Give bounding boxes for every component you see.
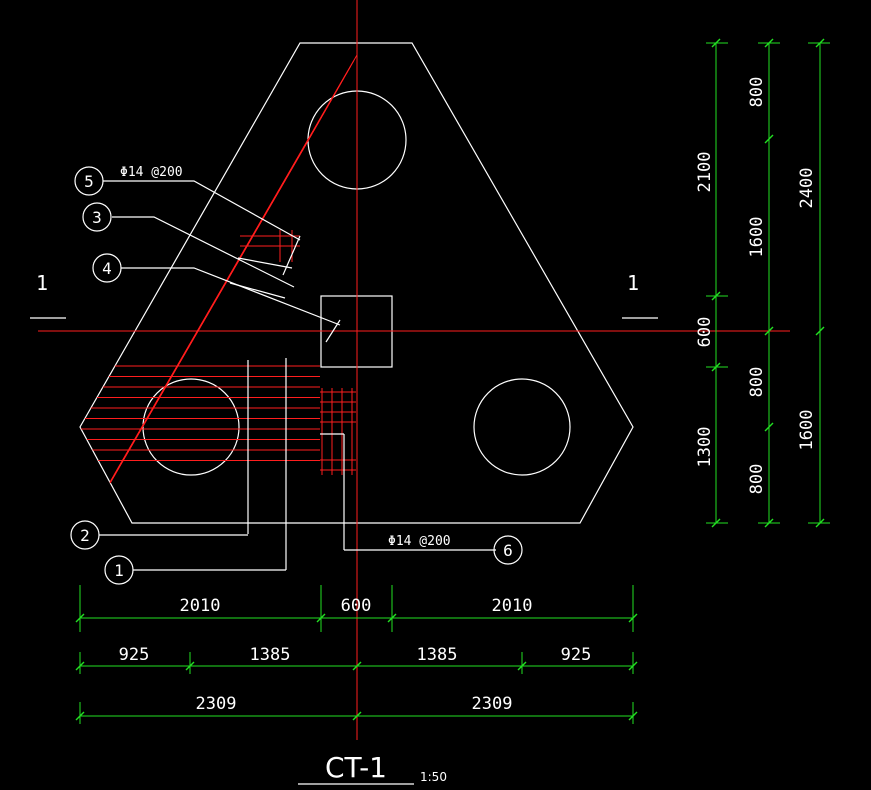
dim-vright-2: 1600: [797, 410, 817, 451]
dim-row3-right: 2309: [472, 694, 513, 714]
dimension-chains-vertical: [706, 38, 830, 528]
dim-row1-mid: 600: [341, 596, 372, 616]
drawing-title: CT-1: [325, 751, 387, 784]
dimension-chains-horizontal: [75, 585, 638, 724]
dim-vright-1: 2400: [797, 168, 817, 209]
dim-row1-right: 2010: [492, 596, 533, 616]
pile-cap-outline: [79, 42, 634, 524]
dim-vmid-3: 800: [747, 367, 767, 398]
section-mark-right: 1: [622, 271, 658, 319]
section-mark-right-label: 1: [627, 271, 639, 295]
dim-row2-3: 1385: [417, 645, 458, 665]
rebar-detail-lines: [229, 235, 496, 570]
pile-right: [473, 378, 571, 476]
rebar-local-grid: [240, 230, 356, 475]
dim-vleft-3: 1300: [695, 427, 715, 468]
section-mark-left: 1: [30, 271, 66, 319]
rebar-horizontal-band: [80, 365, 320, 461]
callout-4: 4: [92, 253, 122, 283]
rebar-spec-lower: Φ14 @200: [388, 534, 451, 549]
dim-vleft-1: 2100: [695, 152, 715, 193]
dim-vleft-2: 600: [695, 317, 715, 348]
callout-2: 2: [70, 520, 100, 550]
dim-row2-4: 925: [561, 645, 592, 665]
dim-vmid-2: 1600: [747, 217, 767, 258]
callout-5-number: 5: [84, 172, 94, 191]
callout-3: 3: [82, 202, 112, 232]
dim-row3-left: 2309: [196, 694, 237, 714]
callout-1: 1: [104, 555, 134, 585]
rebar-diagonal-bar: [80, 144, 307, 523]
dim-vmid-1: 800: [747, 77, 767, 108]
section-mark-left-label: 1: [36, 271, 48, 295]
callout-6: 6: [493, 535, 523, 565]
rebar-diagonal-band: [80, 54, 357, 523]
callout-1-number: 1: [114, 561, 124, 580]
rebar-spec-upper: Φ14 @200: [120, 165, 183, 180]
callout-leaders: [99, 180, 341, 571]
callout-2-number: 2: [80, 526, 90, 545]
dim-row2-1: 925: [119, 645, 150, 665]
dim-row1-left: 2010: [180, 596, 221, 616]
callout-4-number: 4: [102, 259, 112, 278]
dim-vmid-4: 800: [747, 464, 767, 495]
drawing-scale: 1:50: [420, 770, 447, 784]
dim-row2-2: 1385: [250, 645, 291, 665]
callout-6-number: 6: [503, 541, 513, 560]
callout-5: 5: [74, 166, 104, 196]
callout-3-number: 3: [92, 208, 102, 227]
